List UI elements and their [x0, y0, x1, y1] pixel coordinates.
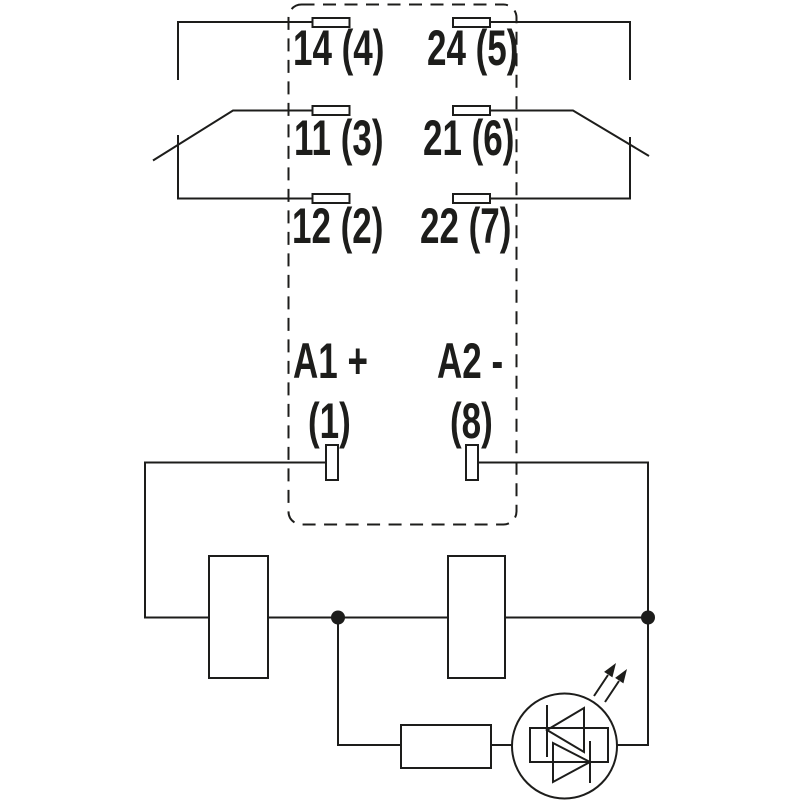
- terminal-pad-24: [452, 17, 491, 28]
- terminal-pad-14: [311, 17, 351, 28]
- terminal-pad-11: [311, 105, 351, 116]
- label-terminal-21: 21 (6): [423, 110, 515, 166]
- label-terminal-12: 12 (2): [292, 198, 384, 254]
- terminal-pad-a2: [465, 444, 479, 481]
- label-terminal-14: 14 (4): [293, 20, 385, 76]
- diode-down-triangle: [552, 741, 593, 784]
- wire-contact-24: [490, 21, 631, 80]
- led-circle: [511, 692, 618, 800]
- contact-blade-right: [490, 109, 650, 157]
- terminal-pad-21: [452, 105, 491, 116]
- label-coil-a2: A2 -: [437, 333, 504, 389]
- arrow-head-2: [615, 669, 627, 684]
- label-terminal-22: 22 (7): [420, 198, 512, 254]
- arrow-line-2: [604, 680, 620, 703]
- component-box-left: [208, 555, 269, 679]
- terminal-pad-a1: [325, 444, 339, 481]
- label-coil-a1: A1 +: [293, 333, 368, 389]
- resistor-box: [400, 724, 492, 769]
- junction-dot-left: [331, 610, 345, 625]
- label-terminal-11: 11 (3): [294, 110, 384, 166]
- component-box-right: [447, 555, 506, 679]
- terminal-pad-12: [311, 193, 351, 204]
- arrow-head-1: [604, 663, 616, 678]
- led-emission-arrows-icon: [593, 663, 627, 703]
- wire-contact-22: [491, 137, 631, 200]
- diode-up-triangle: [545, 706, 585, 754]
- wire-contact-14: [177, 21, 313, 80]
- wire-a2-rail: [478, 461, 649, 746]
- arrow-line-1: [593, 674, 609, 697]
- led-inner-box: [529, 727, 609, 763]
- wire-a1-rail: [144, 461, 326, 619]
- wire-led-branch-left: [337, 617, 401, 746]
- dashed-relay-outline: [287, 3, 518, 526]
- label-terminal-24: 24 (5): [427, 20, 519, 76]
- led-indicator-icon: [511, 663, 627, 800]
- label-coil-a2-pin: (8): [450, 393, 493, 449]
- contact-blade-left: [152, 109, 312, 162]
- label-coil-a1-pin: (1): [308, 393, 351, 449]
- junction-dot-right: [641, 610, 655, 625]
- wire-contact-12: [177, 135, 312, 200]
- terminal-pad-22: [452, 193, 491, 204]
